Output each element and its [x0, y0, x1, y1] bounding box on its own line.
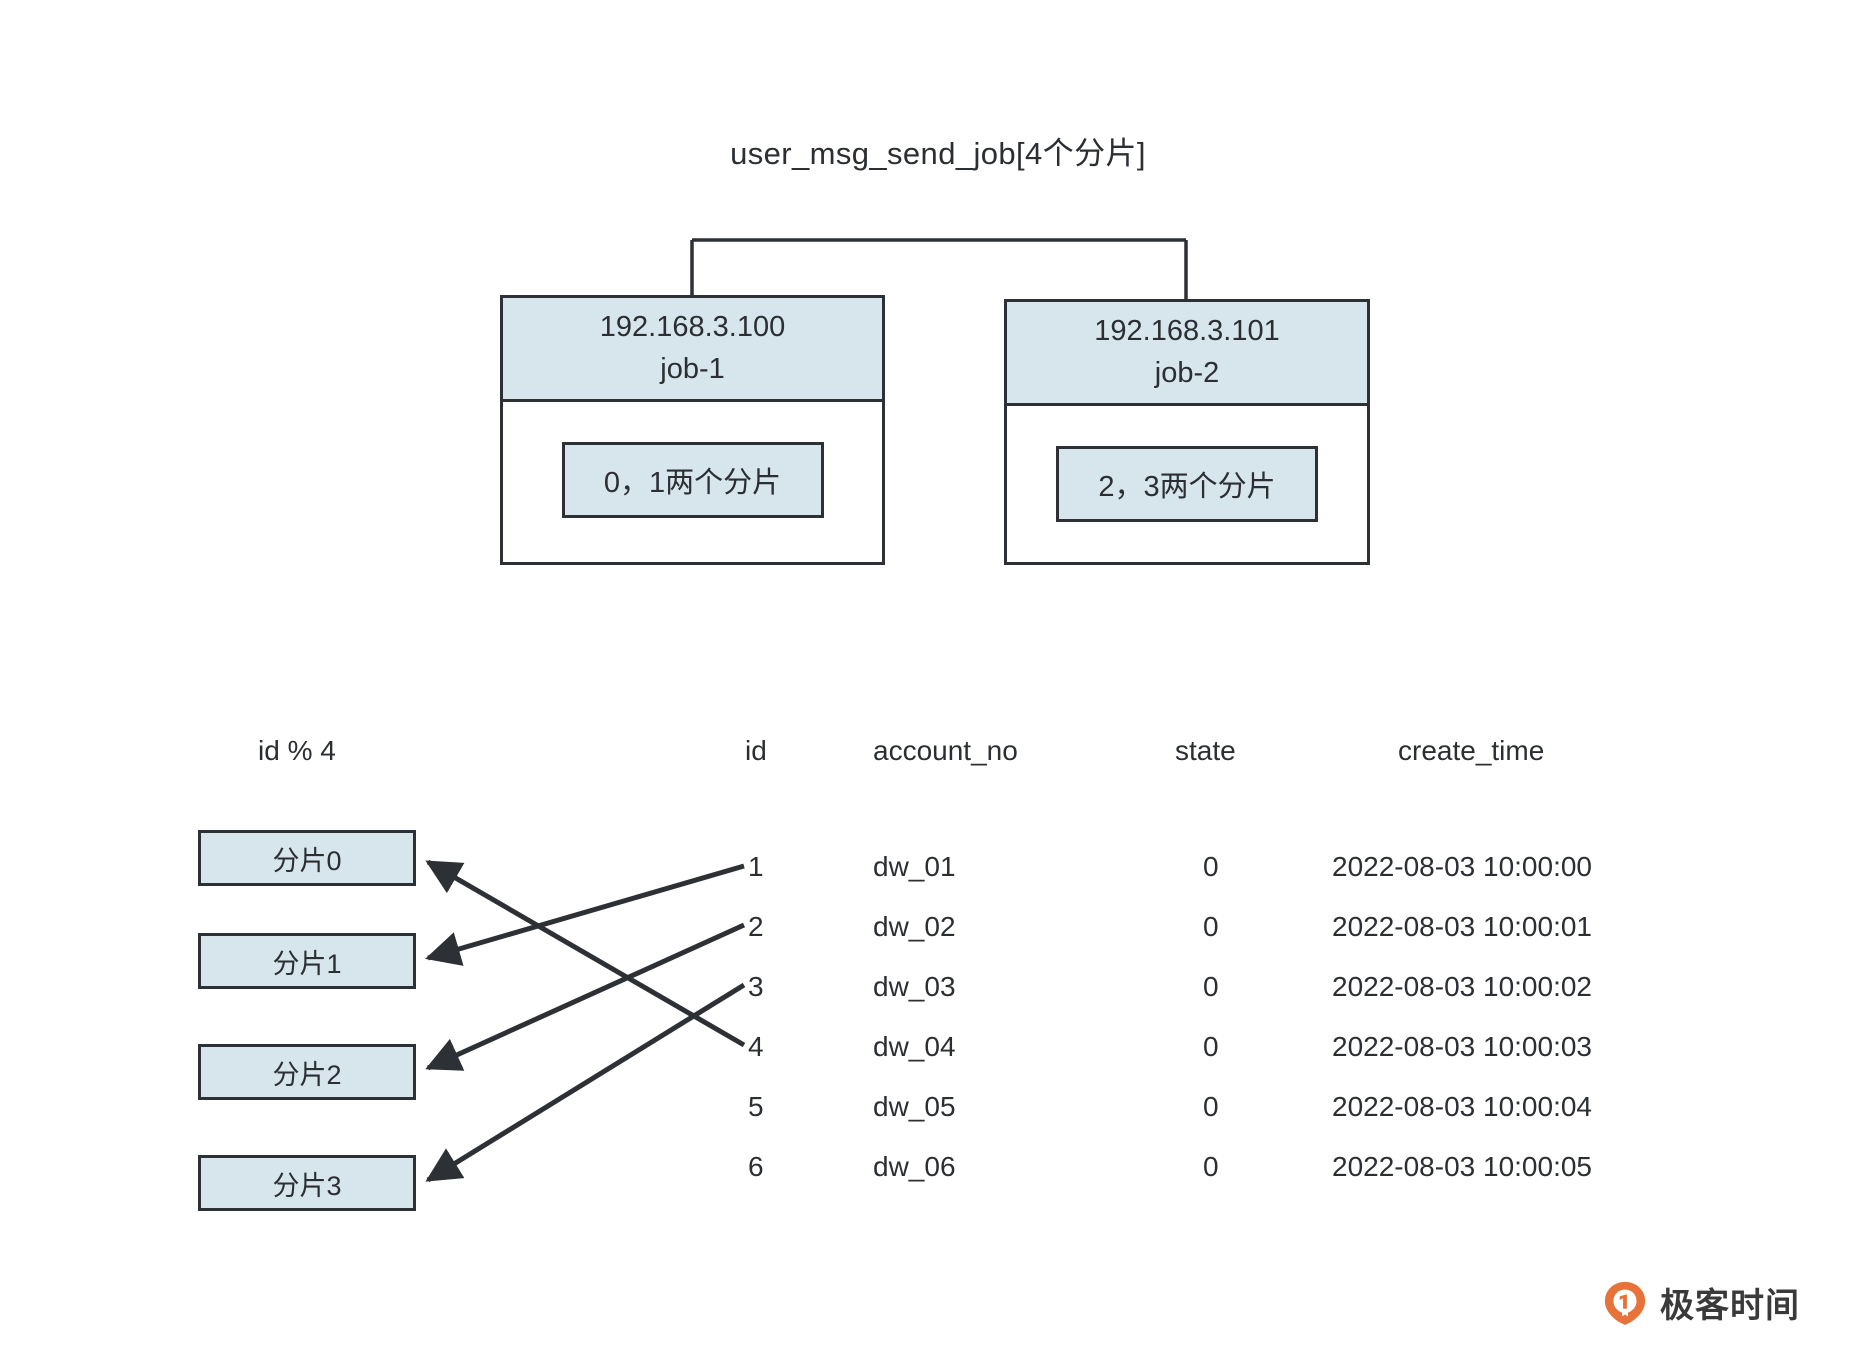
geekbang-logo-icon	[1604, 1281, 1646, 1325]
column-header-account-no: account_no	[873, 735, 1018, 766]
job-2-header: 192.168.3.101 job-2	[1007, 302, 1367, 406]
job-1-body: 0，1两个分片	[503, 402, 882, 562]
cell-id: 6	[748, 1151, 764, 1182]
shard-box-2: 分片2	[198, 1044, 416, 1100]
shard-box-3: 分片3	[198, 1155, 416, 1211]
shard-box-3-label: 分片3	[272, 1170, 342, 1201]
shard-box-0: 分片0	[198, 830, 416, 886]
arrow-id3-to-shard3	[425, 982, 746, 1183]
cell-state: 0	[1203, 1151, 1219, 1182]
table-row: 2 dw_02 0 2022-08-03 10:00:01	[0, 911, 1876, 943]
arrow-id1-to-shard1	[425, 863, 745, 966]
job-1-name: job-1	[660, 352, 725, 385]
page-title: user_msg_send_job[4个分片]	[730, 136, 1146, 171]
cell-account-no: dw_06	[873, 1151, 956, 1182]
cell-state: 0	[1203, 851, 1219, 882]
id-to-shard-arrows	[425, 859, 746, 1183]
shard-box-2-label: 分片2	[272, 1059, 342, 1090]
arrow-id4-to-shard0	[425, 859, 746, 1048]
cell-account-no: dw_04	[873, 1031, 956, 1062]
cell-id: 2	[748, 911, 764, 942]
table-row: 4 dw_04 0 2022-08-03 10:00:03	[0, 1031, 1876, 1063]
shard-box-1-label: 分片1	[272, 948, 342, 979]
job-1-shard-chip: 0，1两个分片	[561, 442, 824, 518]
cell-state: 0	[1203, 971, 1219, 1002]
cell-id: 5	[748, 1091, 764, 1122]
logo-text: 极客时间	[1660, 1287, 1800, 1325]
cell-state: 0	[1203, 1031, 1219, 1062]
table-row: 3 dw_03 0 2022-08-03 10:00:02	[0, 971, 1876, 1003]
shard-box-1: 分片1	[198, 933, 416, 989]
table-row: 1 dw_01 0 2022-08-03 10:00:00	[0, 851, 1876, 883]
cell-create-time: 2022-08-03 10:00:04	[1332, 1091, 1592, 1122]
cell-create-time: 2022-08-03 10:00:05	[1332, 1151, 1592, 1182]
cell-state: 0	[1203, 911, 1219, 942]
cell-create-time: 2022-08-03 10:00:00	[1332, 851, 1592, 882]
table-row: 5 dw_05 0 2022-08-03 10:00:04	[0, 1091, 1876, 1123]
cell-account-no: dw_01	[873, 851, 956, 882]
job-2-name: job-2	[1154, 356, 1220, 389]
job-2-shard-chip: 2，3两个分片	[1056, 446, 1318, 522]
brand-logo: 极客时间	[1602, 1278, 1800, 1327]
cell-account-no: dw_02	[873, 911, 956, 942]
job-1-header: 192.168.3.100 job-1	[503, 298, 882, 402]
job-box-1: 192.168.3.100 job-1 0，1两个分片	[500, 295, 885, 565]
column-header-id: id	[745, 735, 767, 766]
arrow-id2-to-shard2	[425, 922, 746, 1071]
column-header-state: state	[1175, 735, 1236, 766]
cell-id: 1	[748, 851, 764, 882]
cell-account-no: dw_05	[873, 1091, 956, 1122]
cell-id: 3	[748, 971, 764, 1002]
column-header-create-time: create_time	[1398, 735, 1545, 766]
shard-box-0-label: 分片0	[272, 845, 342, 876]
job-1-ip: 192.168.3.100	[599, 311, 786, 344]
title-to-jobs-bracket	[690, 238, 1188, 299]
cell-create-time: 2022-08-03 10:00:02	[1332, 971, 1592, 1002]
cell-id: 4	[748, 1031, 764, 1062]
column-header-id-mod-4: id % 4	[258, 735, 336, 766]
table-row: 6 dw_06 0 2022-08-03 10:00:05	[0, 1151, 1876, 1183]
job-2-ip: 192.168.3.101	[1094, 315, 1280, 348]
cell-state: 0	[1203, 1091, 1219, 1122]
job-2-body: 2，3两个分片	[1007, 406, 1367, 562]
cell-create-time: 2022-08-03 10:00:01	[1332, 911, 1592, 942]
job-box-2: 192.168.3.101 job-2 2，3两个分片	[1004, 299, 1370, 565]
cell-account-no: dw_03	[873, 971, 956, 1002]
cell-create-time: 2022-08-03 10:00:03	[1332, 1031, 1592, 1062]
